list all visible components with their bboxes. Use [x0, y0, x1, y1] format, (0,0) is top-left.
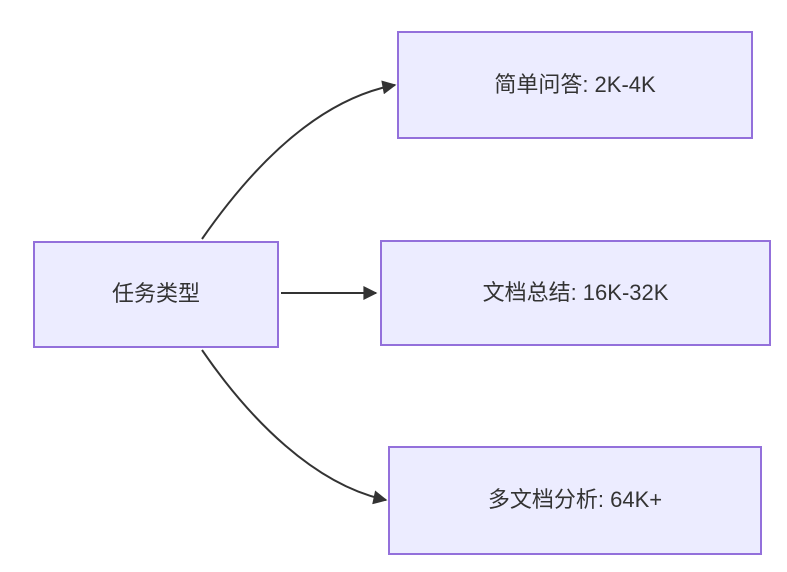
node-doc-summary-label: 文档总结: 16K-32K: [482, 279, 669, 305]
node-task-type-label: 任务类型: [111, 281, 200, 307]
node-doc-summary: 文档总结: 16K-32K: [380, 240, 771, 346]
node-multi-doc-label: 多文档分析: 64K+: [487, 487, 663, 513]
edge-task-to-simple-qa: [201, 80, 397, 240]
node-task-type: 任务类型: [33, 241, 279, 348]
node-simple-qa: 简单问答: 2K-4K: [397, 31, 753, 139]
edge-task-to-multi-doc: [201, 349, 388, 505]
node-simple-qa-label: 简单问答: 2K-4K: [494, 71, 656, 97]
node-multi-doc: 多文档分析: 64K+: [388, 446, 762, 555]
